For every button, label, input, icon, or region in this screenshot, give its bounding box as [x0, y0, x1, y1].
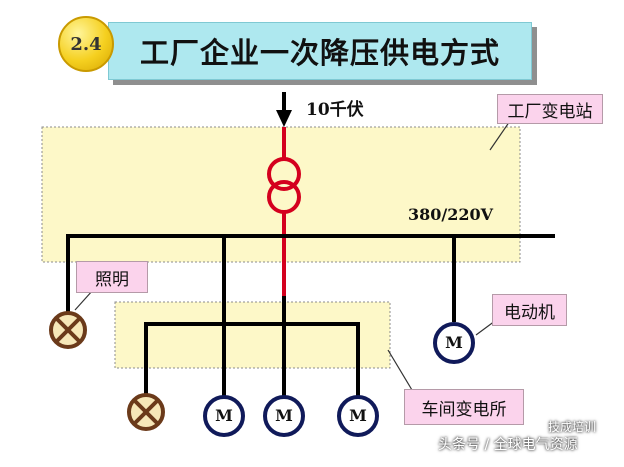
center-motor-label: M — [275, 406, 293, 425]
transformer-primary-winding-icon — [267, 157, 301, 191]
workshop-substation-zone — [114, 301, 391, 369]
lighting-callout: 照明 — [76, 261, 148, 293]
watermark-sub: 技成培训 — [548, 420, 597, 434]
standalone-motor-icon — [433, 322, 475, 364]
right-motor-label: M — [349, 406, 367, 425]
incoming-arrow-icon — [276, 110, 292, 127]
factory-substation-zone — [41, 126, 521, 263]
left-motor-icon — [203, 395, 245, 437]
factory-substation-callout: 工厂变电站 — [497, 94, 603, 124]
left-motor-label: M — [215, 406, 233, 425]
workshop-lamp-icon — [127, 393, 165, 431]
standalone-motor-label: M — [445, 333, 463, 352]
bus-voltage-label: 380/220V — [408, 205, 494, 224]
lamp-icon — [49, 311, 87, 349]
input-voltage-label: 10千伏 — [306, 100, 364, 120]
watermark-main: 头条号 / 全球电气资源 — [438, 437, 578, 453]
workshop-substation-callout: 车间变电所 — [404, 389, 524, 425]
right-motor-icon — [337, 395, 379, 437]
page-title: 工厂企业一次降压供电方式 — [108, 22, 532, 80]
motor-callout: 电动机 — [492, 294, 567, 326]
section-number-badge: 2.4 — [58, 16, 114, 72]
lighting-leader — [74, 289, 94, 311]
workshop-substation-leader — [387, 349, 413, 391]
center-motor-icon — [263, 395, 305, 437]
